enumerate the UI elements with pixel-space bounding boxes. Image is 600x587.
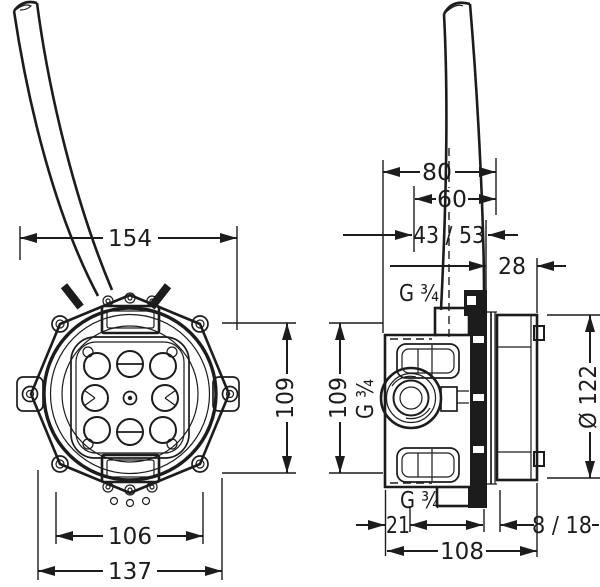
dimension-body-width-137: 137: [37, 470, 223, 585]
dimension-housing-depth-60: 60: [413, 186, 496, 252]
function-block: [70, 336, 190, 459]
dimension-side-height-109: 109: [326, 322, 383, 474]
dim-label-108: 108: [440, 539, 484, 565]
dimension-hole-spacing-106: 106: [55, 492, 204, 550]
dimension-total-depth-108: 108: [387, 483, 538, 565]
dim-label-109-side: 109: [326, 377, 352, 419]
port-label-side: G ¾: [353, 379, 379, 419]
supply-pipe-right: [439, 1, 486, 311]
dim-label-80: 80: [422, 160, 452, 186]
dimension-rear-offset-21: 21: [356, 490, 501, 556]
port-top-front: [100, 304, 161, 335]
wall-plate: [487, 311, 497, 485]
dimension-front-clearance-28: 28: [390, 254, 566, 313]
port-label-bottom: G ¾: [400, 488, 440, 514]
clamp-plate: [464, 290, 487, 508]
dim-label-21: 21: [386, 513, 410, 539]
side-tabs: [16, 376, 240, 412]
dim-label-28: 28: [498, 254, 526, 280]
dim-label-154: 154: [108, 226, 152, 252]
fixing-pin-right: [148, 283, 172, 310]
supply-pipe-left: [12, 0, 114, 297]
dimension-diameter-122: Ø 122: [547, 314, 600, 479]
housing-side: [379, 306, 472, 508]
dim-label-60: 60: [437, 187, 467, 213]
dimension-overall-width-154: 154: [19, 226, 238, 330]
mounting-flange: [29, 293, 231, 495]
housing-ring: [42, 306, 218, 482]
dim-label-109-front: 109: [273, 377, 299, 419]
protection-cover: [495, 313, 545, 482]
fixing-pin-left: [60, 283, 84, 310]
flange-screws: [51, 315, 209, 473]
port-bottom-front: [100, 453, 161, 484]
front-view: [12, 0, 240, 508]
dim-label-diameter-122: Ø 122: [576, 365, 600, 429]
dim-label-137: 137: [108, 559, 152, 585]
dim-label-8-18: 8 / 18: [532, 513, 592, 539]
side-view: [379, 1, 545, 508]
port-label-top: G ¾: [399, 281, 439, 307]
dimension-plaster-8-18: 8 / 18: [500, 513, 599, 539]
dim-label-106: 106: [108, 524, 152, 550]
dimension-front-height-109: 109: [222, 322, 299, 474]
